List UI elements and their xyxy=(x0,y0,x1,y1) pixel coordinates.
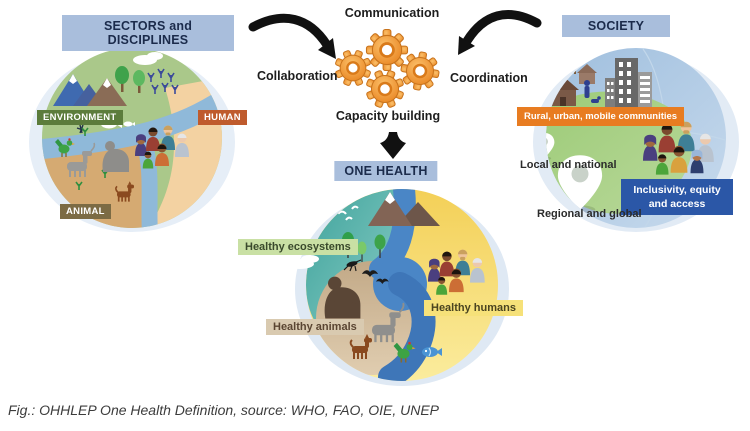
animal-tag: ANIMAL xyxy=(60,204,111,219)
curved-arrow-left-icon xyxy=(248,13,336,59)
mosquito-icon xyxy=(343,259,362,272)
gorilla-icon xyxy=(102,141,129,172)
goat-icon xyxy=(67,142,96,177)
mountains-icon xyxy=(53,74,127,106)
bat-icon xyxy=(376,278,389,284)
person-walking-dog-icon xyxy=(584,80,601,103)
hub-label-communication: Communication xyxy=(344,6,440,20)
hub-label-coordination: Coordination xyxy=(450,71,528,85)
bat-icon xyxy=(362,270,378,277)
healthy-ecosystems-label: Healthy ecosystems xyxy=(238,239,358,255)
local-national-label: Local and national xyxy=(520,159,617,171)
people-group-icon xyxy=(643,121,714,175)
fish-icon xyxy=(422,347,442,357)
healthy-animals-label: Healthy animals xyxy=(266,319,364,335)
people-group-icon xyxy=(135,125,189,169)
sectors-title: SECTORS and DISCIPLINES xyxy=(62,15,234,51)
lavender-icon xyxy=(147,68,179,94)
mountain-icon xyxy=(368,192,440,226)
sectors-globe-illustration xyxy=(29,48,235,232)
communities-banner: Rural, urban, mobile communities xyxy=(517,107,685,126)
gorilla-icon xyxy=(324,276,361,319)
regional-global-label: Regional and global xyxy=(537,208,642,220)
trees-icon xyxy=(115,66,145,93)
healthy-humans-label: Healthy humans xyxy=(424,300,523,316)
cloud-icon xyxy=(133,52,163,65)
cloud-icon xyxy=(288,255,319,269)
curved-arrow-right-icon xyxy=(458,10,542,55)
human-tag: HUMAN xyxy=(198,110,247,125)
inclusivity-banner: Inclusivity, equity and access xyxy=(621,179,733,216)
one-health-title: ONE HEALTH xyxy=(334,161,438,181)
environment-tag: ENVIRONMENT xyxy=(37,110,123,125)
society-title: SOCIETY xyxy=(562,15,670,37)
dog-icon xyxy=(114,181,134,202)
down-arrow-icon xyxy=(380,132,406,159)
dog-icon xyxy=(349,334,372,359)
chicken-icon xyxy=(55,138,75,157)
gears-icon xyxy=(330,28,444,113)
goat-icon xyxy=(372,302,405,343)
hub-label-capacity-building: Capacity building xyxy=(335,109,441,123)
hub-label-collaboration: Collaboration xyxy=(257,69,338,83)
small-house-icon xyxy=(577,64,597,84)
people-group-icon xyxy=(428,249,485,295)
figure-caption: Fig.: OHHLEP One Health Definition, sour… xyxy=(8,402,440,418)
one-health-circle-illustration xyxy=(288,189,509,386)
buildings-icon xyxy=(605,58,652,108)
chicken-icon xyxy=(393,341,416,363)
